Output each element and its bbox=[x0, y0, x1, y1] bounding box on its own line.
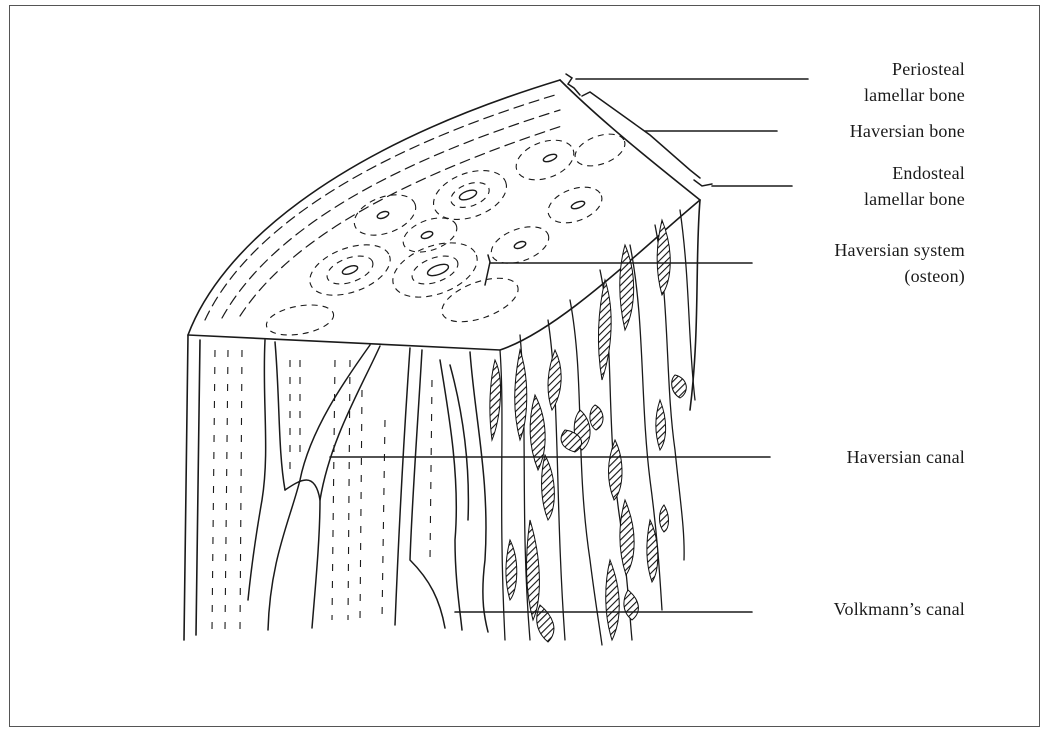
label-haversian-bone: Haversian bone bbox=[850, 118, 965, 144]
label-haversian-system: Haversian system (osteon) bbox=[834, 237, 965, 289]
periosteal-surface bbox=[188, 80, 560, 335]
longitudinal-canals bbox=[248, 340, 488, 632]
cut-face-top bbox=[560, 80, 700, 200]
osteons bbox=[264, 128, 629, 340]
label-volkmanns-canal: Volkmann’s canal bbox=[834, 596, 965, 622]
bone-left-side bbox=[184, 335, 188, 640]
periosteal-lamellae bbox=[205, 95, 565, 320]
label-haversian-canal: Haversian canal bbox=[847, 444, 965, 470]
marrow-spaces bbox=[490, 220, 686, 642]
zone-brackets bbox=[485, 74, 712, 285]
label-periosteal-lamellar-bone: Periosteal lamellar bone bbox=[864, 56, 965, 108]
label-endosteal-lamellar-bone: Endosteal lamellar bone bbox=[864, 160, 965, 212]
